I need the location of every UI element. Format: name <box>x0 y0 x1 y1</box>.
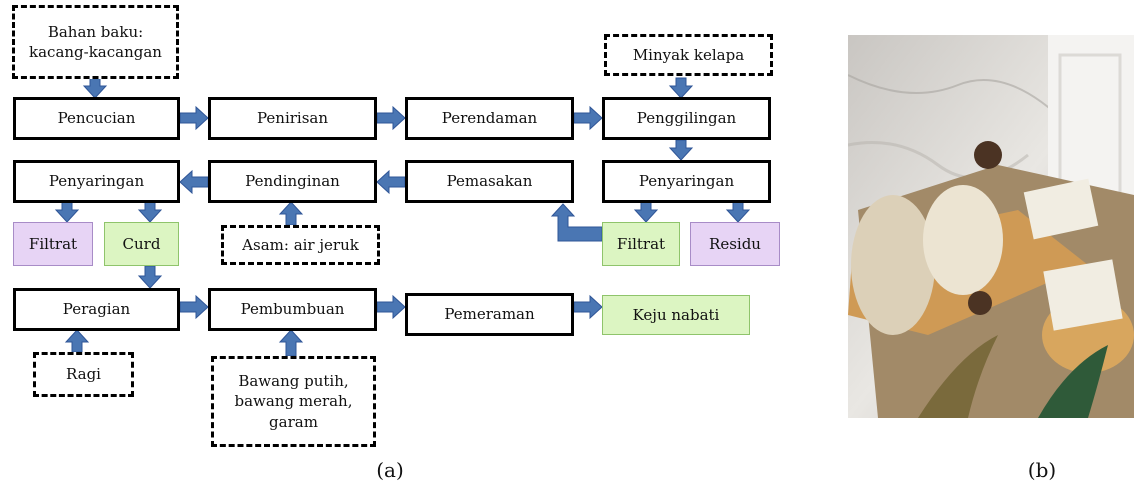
arrow-pencucian-to-penirisan <box>179 105 209 131</box>
arrow-minyak-to-penggilingan <box>668 77 694 99</box>
cheese-photo-illustration <box>848 35 1134 418</box>
box-bumbu: Bawang putih, bawang merah, garam <box>211 356 376 447</box>
arrow-penirisan-to-perendaman <box>376 105 406 131</box>
box-peragian: Peragian <box>13 288 180 331</box>
box-pemasakan: Pemasakan <box>405 160 574 203</box>
arrow-penyaringan-to-filtrat-left <box>54 201 80 223</box>
box-bahan-baku: Bahan baku: kacang-kacangan <box>12 5 179 79</box>
arrow-pemasakan-to-pendinginan <box>376 169 406 195</box>
arrow-penyaringan-to-curd <box>137 201 163 223</box>
caption-a: (a) <box>376 458 404 482</box>
arrow-pembumbuan-to-pemeraman <box>376 294 406 320</box>
box-penggilingan: Penggilingan <box>602 97 771 140</box>
arrow-curd-to-peragian <box>137 265 163 289</box>
arrow-bumbu-to-pembumbuan <box>278 329 304 357</box>
box-asam: Asam: air jeruk <box>221 225 380 265</box>
arrow-asam-to-pendinginan <box>278 201 304 226</box>
box-minyak-kelapa: Minyak kelapa <box>604 34 773 76</box>
box-pembumbuan: Pembumbuan <box>208 288 377 331</box>
box-penyaringan-left: Penyaringan <box>13 160 180 203</box>
box-curd: Curd <box>104 222 179 266</box>
cheese-photo <box>848 35 1134 418</box>
box-keju-nabati: Keju nabati <box>602 295 750 335</box>
box-filtrat-left: Filtrat <box>13 222 93 266</box>
arrow-filtrat-to-pemasakan <box>550 203 603 242</box>
box-penirisan: Penirisan <box>208 97 377 140</box>
arrow-perendaman-to-penggilingan <box>573 105 603 131</box>
box-penyaringan-right: Penyaringan <box>602 160 771 203</box>
arrow-penyaringan-to-filtrat <box>633 201 659 223</box>
box-perendaman: Perendaman <box>405 97 574 140</box>
arrow-pendinginan-to-penyaringan <box>179 169 209 195</box>
box-filtrat-right: Filtrat <box>602 222 680 266</box>
box-ragi: Ragi <box>33 352 134 397</box>
arrow-penyaringan-to-residu <box>725 201 751 223</box>
arrow-pemeraman-to-keju <box>573 294 603 320</box>
box-pencucian: Pencucian <box>13 97 180 140</box>
box-pemeraman: Pemeraman <box>405 293 574 336</box>
arrow-penggilingan-to-penyaringan <box>668 139 694 161</box>
box-pendinginan: Pendinginan <box>208 160 377 203</box>
arrow-ragi-to-peragian <box>64 329 90 353</box>
arrow-bahan-to-pencucian <box>82 77 108 99</box>
box-residu: Residu <box>690 222 780 266</box>
caption-b: (b) <box>1027 458 1057 482</box>
arrow-peragian-to-pembumbuan <box>179 294 209 320</box>
